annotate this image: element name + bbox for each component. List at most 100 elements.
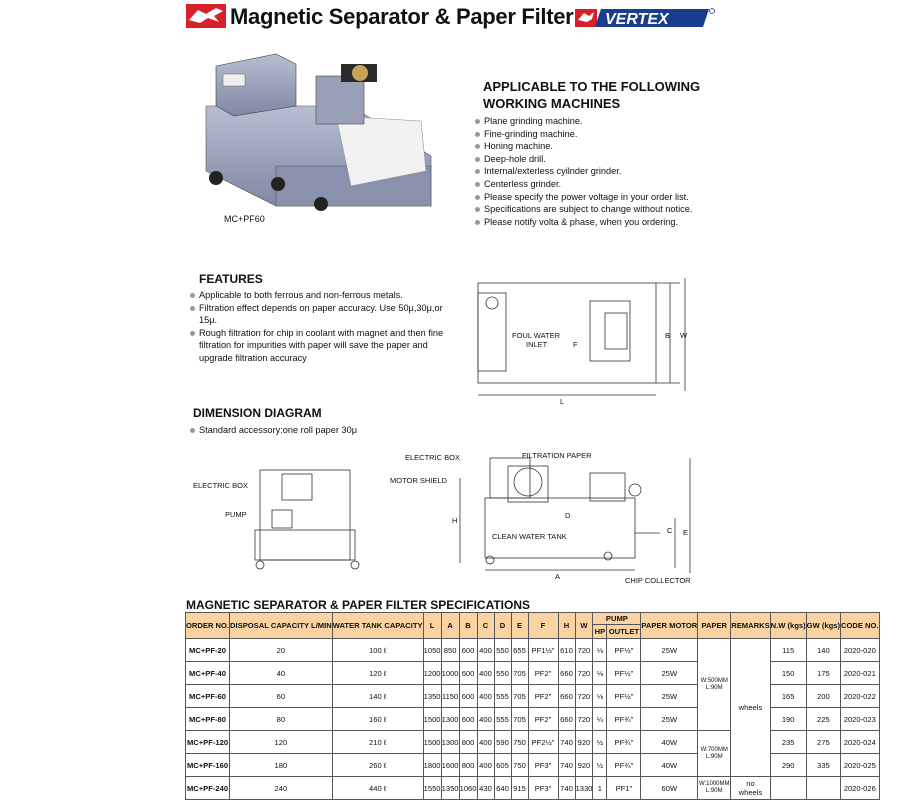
cell: 2020-020	[840, 638, 880, 662]
remarks-cell: no wheels	[730, 776, 771, 800]
cell: PF½"	[606, 638, 642, 662]
cell: 400	[476, 753, 495, 777]
diagram-label: FOUL WATER	[512, 331, 561, 340]
cell: 260 ℓ	[331, 753, 424, 777]
order-no: MC+PF-60	[184, 684, 231, 708]
diagram-label: H	[452, 516, 458, 525]
cell: PF2"	[527, 684, 559, 708]
col-header: A	[440, 612, 460, 639]
col-header: D	[493, 612, 512, 639]
table-row: MC+PF-240 240 440 ℓ 1550 1350 1060 430 6…	[184, 776, 880, 800]
paper-length: L:90M	[705, 788, 723, 794]
cell: 1800	[422, 753, 442, 777]
order-no: MC+PF-240	[184, 776, 231, 800]
list-item: Centerless grinder.	[475, 178, 692, 191]
cell: 400	[476, 730, 495, 754]
cell: 800	[458, 730, 478, 754]
col-header: OUTLET	[606, 624, 642, 639]
cell: 1	[592, 776, 608, 800]
applicable-heading: APPLICABLE TO THE FOLLOWING WORKING MACH…	[483, 79, 701, 111]
cell: PF½"	[606, 684, 642, 708]
cell: ⅛	[592, 684, 608, 708]
cell: 550	[493, 661, 512, 685]
list-item: Internal/exterless cyilnder grinder.	[475, 165, 692, 178]
cell: PF¾"	[606, 730, 642, 754]
machine-photo	[205, 53, 432, 211]
cell: 120	[229, 730, 333, 754]
cell: 920	[574, 753, 594, 777]
cell: 555	[493, 707, 512, 731]
applicable-list: Plane grinding machine. Fine-grinding ma…	[475, 115, 692, 228]
list-item: Deep-hole drill.	[475, 153, 692, 166]
cell: 740	[557, 730, 576, 754]
col-header: L	[422, 612, 442, 639]
diagram-label: INLET	[526, 340, 548, 349]
list-item: Specifications are subject to change wit…	[475, 203, 692, 216]
cell: 20	[229, 638, 333, 662]
col-header: W	[574, 612, 594, 639]
cell: 400	[476, 661, 495, 685]
paper-spec-cell: W:700MM L:90M	[697, 730, 732, 777]
cell: 740	[557, 776, 576, 800]
spec-table-title: MAGNETIC SEPARATOR & PAPER FILTER SPECIF…	[186, 598, 531, 612]
cell: 740	[557, 753, 576, 777]
cell: 40	[229, 661, 333, 685]
cell: 1350	[422, 684, 442, 708]
cell: 750	[510, 753, 529, 777]
cell: 210 ℓ	[331, 730, 424, 754]
cell: 1500	[422, 730, 442, 754]
cell: 115	[769, 638, 807, 662]
col-header: B	[458, 612, 478, 639]
cell: 275	[805, 730, 842, 754]
side-view-drawing: ELECTRIC BOX MOTOR SHIELD FILTRATION PAP…	[390, 448, 710, 598]
cell: 705	[510, 661, 529, 685]
paper-spec-cell: W:1000MM L:90M	[697, 776, 732, 800]
page-title: Magnetic Separator & Paper Filter	[230, 4, 574, 29]
cell: 720	[574, 661, 594, 685]
diagram-label: A	[555, 572, 561, 581]
remarks-line: no	[746, 779, 755, 788]
col-header: CODE NO.	[840, 612, 880, 639]
cell: 550	[493, 638, 512, 662]
cell: 750	[510, 730, 529, 754]
diagram-label: PUMP	[225, 510, 247, 519]
cell: 2020-021	[840, 661, 880, 685]
cell: ⅛	[592, 638, 608, 662]
cell: 120 ℓ	[331, 661, 424, 685]
diagram-label: ELECTRIC BOX	[193, 481, 249, 490]
paper-spec-cell: W:500MM L:90M	[697, 638, 732, 731]
cell: 400	[476, 638, 495, 662]
cell: 40W	[640, 753, 699, 777]
paper-length: L:90M	[705, 753, 723, 760]
cell: 600	[458, 638, 478, 662]
cell: 235	[769, 730, 807, 754]
cell: 1050	[422, 638, 442, 662]
cell: 440 ℓ	[331, 776, 424, 800]
cell: 60	[229, 684, 333, 708]
cell: 2020-023	[840, 707, 880, 731]
cell: 660	[557, 661, 576, 685]
cell: PF¾"	[606, 753, 642, 777]
top-view-lines	[477, 278, 686, 396]
col-header: HP	[592, 624, 608, 639]
diagram-label: FILTRATION PAPER	[522, 451, 592, 460]
end-view-drawing: ELECTRIC BOX PUMP	[190, 460, 370, 580]
col-header: REMARKS	[730, 612, 771, 639]
cell: 25W	[640, 684, 699, 708]
cell: 80	[229, 707, 333, 731]
cell: 610	[557, 638, 576, 662]
list-item: Honing machine.	[475, 140, 692, 153]
list-item: Please specify the power voltage in your…	[475, 191, 692, 204]
cell: 590	[493, 730, 512, 754]
cell: 720	[574, 684, 594, 708]
cell: 660	[557, 707, 576, 731]
cell: 1300	[440, 707, 460, 731]
cell: PF¾"	[606, 707, 642, 731]
cell: 1500	[422, 707, 442, 731]
order-no: MC+PF-80	[184, 707, 231, 731]
cell: 660	[557, 684, 576, 708]
list-item: Plane grinding machine.	[475, 115, 692, 128]
cell: ¼	[592, 707, 608, 731]
col-header: PAPER	[697, 612, 732, 639]
col-header: DISPOSAL CAPACITY L/MIN	[229, 612, 333, 639]
